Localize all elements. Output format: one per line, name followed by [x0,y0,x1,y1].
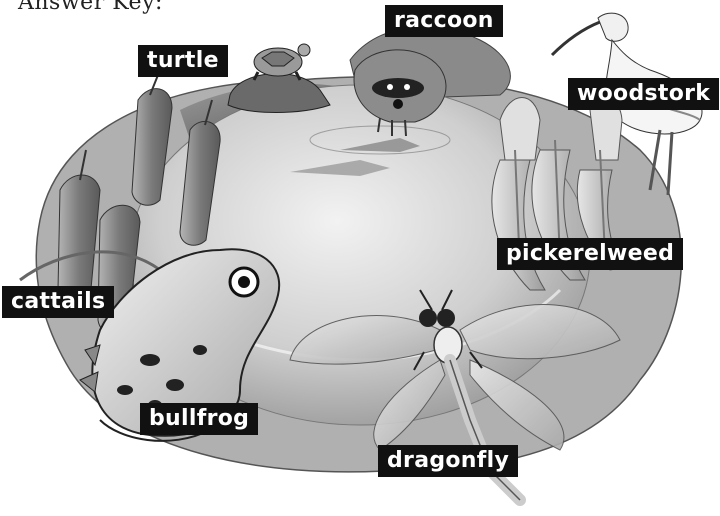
label-raccoon: raccoon [385,5,503,37]
label-dragonfly: dragonfly [378,445,518,477]
label-bullfrog: bullfrog [140,403,258,435]
page-title: Answer Key: [18,0,163,15]
label-turtle: turtle [138,45,228,77]
label-cattails: cattails [2,286,114,318]
label-woodstork: woodstork [568,78,719,110]
label-pickerelweed: pickerelweed [497,238,683,270]
